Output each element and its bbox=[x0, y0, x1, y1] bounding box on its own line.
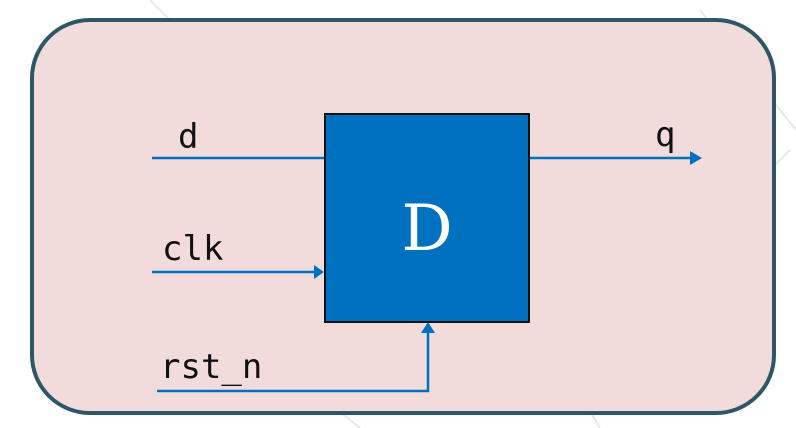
d-flip-flop-block bbox=[324, 113, 530, 323]
rst_n-arrowhead bbox=[421, 322, 435, 333]
q-port-label: q bbox=[655, 115, 675, 155]
wires bbox=[152, 156, 690, 393]
arrowheads bbox=[314, 151, 702, 333]
rst_n-input-wire bbox=[157, 332, 430, 393]
clk-arrowhead bbox=[314, 265, 324, 279]
q-arrowhead bbox=[690, 151, 702, 165]
d-port-label: d bbox=[178, 117, 198, 157]
block-label: D bbox=[401, 192, 452, 266]
clk-port-label: clk bbox=[162, 229, 223, 269]
rst_n-port-label: rst_n bbox=[160, 347, 262, 387]
